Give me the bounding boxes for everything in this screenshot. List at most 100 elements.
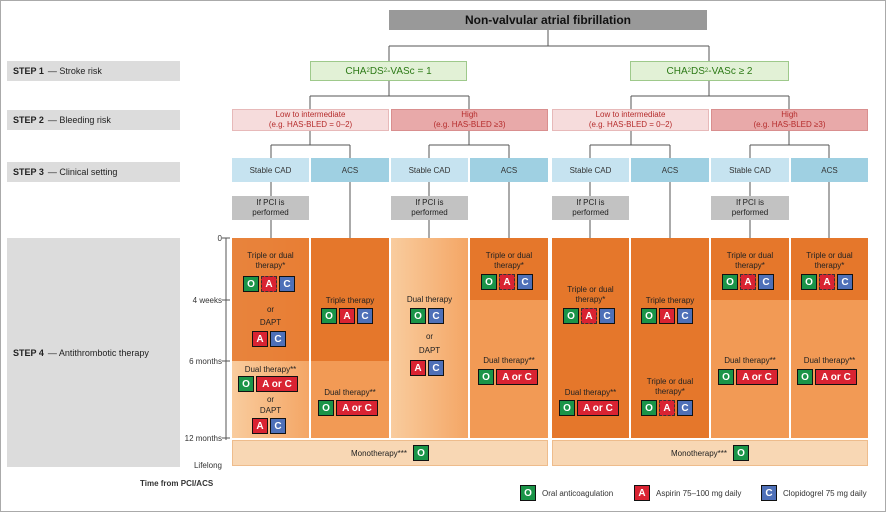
clopidogrel-square: C <box>270 418 286 434</box>
aspirin-square: A <box>252 331 268 347</box>
oac-square: O <box>413 445 430 461</box>
clopidogrel-square: C <box>837 274 853 290</box>
col1-or: or <box>266 305 275 314</box>
setting-stable-4: Stable CAD <box>711 158 789 182</box>
col8-dual: Dual therapy** <box>803 356 856 365</box>
a-or-c-square: A or C <box>256 376 298 392</box>
col3-or: or <box>425 332 434 341</box>
setting-acs-3: ACS <box>631 158 709 182</box>
clopidogrel-square: C <box>357 308 373 324</box>
oac-square: O <box>801 274 817 290</box>
monotherapy-box-1: Monotherapy*** O <box>232 440 548 466</box>
oac-square: O <box>718 369 734 385</box>
col1-dual: Dual therapy** <box>244 365 297 374</box>
clopidogrel-square: C <box>677 400 693 416</box>
setting-stable-2: Stable CAD <box>391 158 468 182</box>
step3-label: STEP 3— Clinical setting <box>7 162 180 182</box>
aspirin-square: A <box>581 308 597 324</box>
col5-dual-squares: O A or C <box>559 400 619 416</box>
a-or-c-square: A or C <box>577 400 619 416</box>
time-6months: 6 months <box>189 357 222 366</box>
time-12months: 12 months <box>184 434 222 443</box>
col8-dual-squares: O A or C <box>797 369 857 385</box>
step2-label: STEP 2— Bleeding risk <box>7 110 180 130</box>
time-lifelong: Lifelong <box>193 461 222 470</box>
col3-dual: Dual therapy <box>406 295 453 304</box>
col3-dapt-squares: A C <box>410 360 444 376</box>
setting-acs-1: ACS <box>311 158 389 182</box>
legend-oac: O Oral anticoagulation <box>520 485 613 501</box>
therapy-col-2-bottom <box>311 361 389 438</box>
clopidogrel-square: C <box>428 308 444 324</box>
col1-dapt-squares: A C <box>252 331 286 347</box>
bleeding-low-box-1: Low to intermediate(e.g. HAS-BLED = 0–2) <box>232 109 389 131</box>
oac-square: O <box>733 445 750 461</box>
col4-squares: O A C <box>481 274 533 290</box>
oac-square: O <box>410 308 426 324</box>
col2-dual-squares: O A or C <box>318 400 378 416</box>
col4-dual-squares: O A or C <box>478 369 538 385</box>
bleeding-high-box-2: High(e.g. HAS-BLED ≥3) <box>711 109 868 131</box>
aspirin-square: A <box>819 274 835 290</box>
col2-triple-squares: O A C <box>321 308 373 324</box>
oac-square: O <box>318 400 334 416</box>
aspirin-square: A <box>659 400 675 416</box>
col3-dapt: DAPT <box>418 346 441 355</box>
col7-dual: Dual therapy** <box>724 356 776 365</box>
a-or-c-square: A or C <box>336 400 378 416</box>
oac-square: O <box>641 400 657 416</box>
col1-dapt: DAPT <box>259 318 282 327</box>
col1-dapt-2: DAPT <box>259 406 282 415</box>
clopidogrel-square: C <box>677 308 693 324</box>
aspirin-square: A <box>339 308 355 324</box>
clopidogrel-square: C <box>428 360 444 376</box>
col1-dapt-squares-2: A C <box>252 418 286 434</box>
oac-square: O <box>238 376 254 392</box>
clopidogrel-square: C <box>279 276 295 292</box>
a-or-c-square: A or C <box>815 369 857 385</box>
clopidogrel-square: C <box>270 331 286 347</box>
col6-triple: Triple therapy <box>645 296 695 305</box>
therapy-col-2-top <box>311 238 389 361</box>
bleeding-low-box-2: Low to intermediate(e.g. HAS-BLED = 0–2) <box>552 109 709 131</box>
oac-square: O <box>722 274 738 290</box>
col2-dual: Dual therapy** <box>324 388 376 397</box>
oac-square: O <box>481 274 497 290</box>
col8-squares: O A C <box>801 274 853 290</box>
col1-oac-asp-clo: O A C <box>243 276 295 292</box>
aspirin-square: A <box>499 274 515 290</box>
aspirin-square: A <box>410 360 426 376</box>
oac-square: O <box>563 308 579 324</box>
monotherapy-box-2: Monotherapy*** O <box>552 440 868 466</box>
step1-label: STEP 1— Stroke risk <box>7 61 180 81</box>
col3-dual-squares: O C <box>410 308 444 324</box>
col1-or-2: or <box>266 395 275 404</box>
oac-square: O <box>797 369 813 385</box>
clopidogrel-square: C <box>517 274 533 290</box>
time-axis-label: Time from PCI/ACS <box>140 479 214 488</box>
therapy-col-3 <box>391 238 468 438</box>
legend-aspirin: A Aspirin 75–100 mg daily <box>634 485 741 501</box>
oac-square: O <box>478 369 494 385</box>
aspirin-square: A <box>659 308 675 324</box>
col7-dual-squares: O A or C <box>718 369 778 385</box>
a-or-c-square: A or C <box>736 369 778 385</box>
oac-square: O <box>641 308 657 324</box>
setting-acs-4: ACS <box>791 158 868 182</box>
setting-stable-1: Stable CAD <box>232 158 309 182</box>
col6-squares: O A C <box>641 400 693 416</box>
clopidogrel-square: C <box>758 274 774 290</box>
time-0: 0 <box>217 234 222 243</box>
aspirin-legend-icon: A <box>634 485 650 501</box>
aspirin-square: A <box>261 276 277 292</box>
